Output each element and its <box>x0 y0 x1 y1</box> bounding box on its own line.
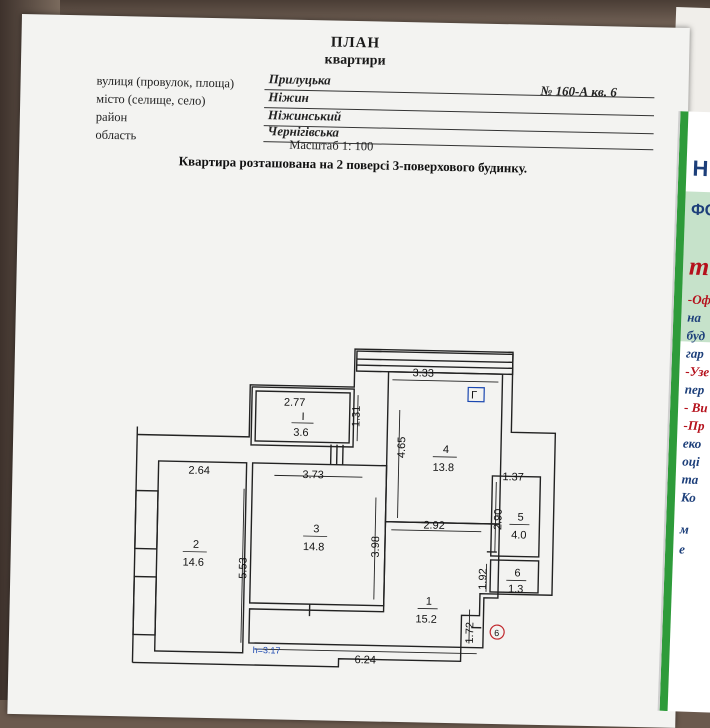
room-5: 5 4.0 <box>509 511 530 541</box>
flyer-line: на <box>687 310 701 326</box>
room-area: 13.8 <box>432 462 454 474</box>
flyer-line: -Узе <box>685 364 709 381</box>
flyer-logo: Н <box>692 156 709 183</box>
dim-label: 4.65 <box>396 437 408 459</box>
flyer-line: - Ви <box>684 399 708 416</box>
flyer-line: оці <box>682 453 700 470</box>
dim-label: 1.92 <box>477 568 489 590</box>
flyer-line: -Пр <box>683 417 704 434</box>
dim-label: 3.98 <box>370 536 382 558</box>
flyer-line: буд <box>686 328 705 345</box>
circle-marker-label: 6 <box>494 628 499 638</box>
room-area: 1.3 <box>508 583 524 595</box>
flyer-big-letter: т <box>689 252 710 283</box>
room-area: 15.2 <box>415 613 437 625</box>
floor-plan: Г 6 h=3.17 3.33 2.77 1.31 4.65 2.64 3.73… <box>7 14 690 728</box>
flyer-line: пер <box>684 381 704 398</box>
dim-label: 3.73 <box>302 469 324 481</box>
flyer-line: та <box>681 471 698 488</box>
flyer-line: гар <box>686 346 704 363</box>
room-6: 6 1.3 <box>506 567 527 595</box>
room-area: 3.6 <box>293 427 309 439</box>
room-loggia: I 3.6 <box>291 411 314 439</box>
document-page: ПЛАН квартири вулиця (провулок, площа) П… <box>7 14 690 728</box>
height-label: h=3.17 <box>253 645 281 656</box>
flyer-heading: ФО <box>691 202 710 221</box>
dim-label: 3.33 <box>412 367 434 379</box>
dim-label: 2.64 <box>188 465 210 477</box>
room-number: I <box>301 411 304 423</box>
room-2: 2 14.6 <box>182 538 207 568</box>
dim-label: 2.77 <box>284 397 306 409</box>
room-1: 1 15.2 <box>415 595 438 625</box>
room-4: 4 13.8 <box>432 444 457 474</box>
gas-marker: Г <box>471 389 477 401</box>
flyer-line: Ко <box>681 489 696 506</box>
dim-label: 1.37 <box>502 471 524 483</box>
dim-label: 1.31 <box>350 406 362 428</box>
room-area: 14.6 <box>182 556 204 568</box>
dim-label: 2.92 <box>423 520 445 532</box>
room-number: 1 <box>426 596 432 608</box>
dim-label: 1.72 <box>464 622 476 644</box>
room-area: 4.0 <box>511 529 527 541</box>
room-number: 3 <box>313 523 319 535</box>
flyer-line: м <box>680 521 689 537</box>
dim-label: 2.90 <box>492 509 504 531</box>
room-3: 3 14.8 <box>303 523 328 553</box>
dim-label: 5.53 <box>237 557 249 579</box>
dim-label: 6.24 <box>354 654 376 666</box>
room-area: 14.8 <box>303 541 325 553</box>
flyer-line: -Оф <box>688 292 710 309</box>
room-number: 4 <box>443 444 449 456</box>
flyer-line: еко <box>683 435 702 452</box>
flyer-line: е <box>679 541 685 557</box>
room-number: 6 <box>514 567 520 579</box>
room-number: 5 <box>517 511 523 523</box>
room-number: 2 <box>193 539 199 551</box>
